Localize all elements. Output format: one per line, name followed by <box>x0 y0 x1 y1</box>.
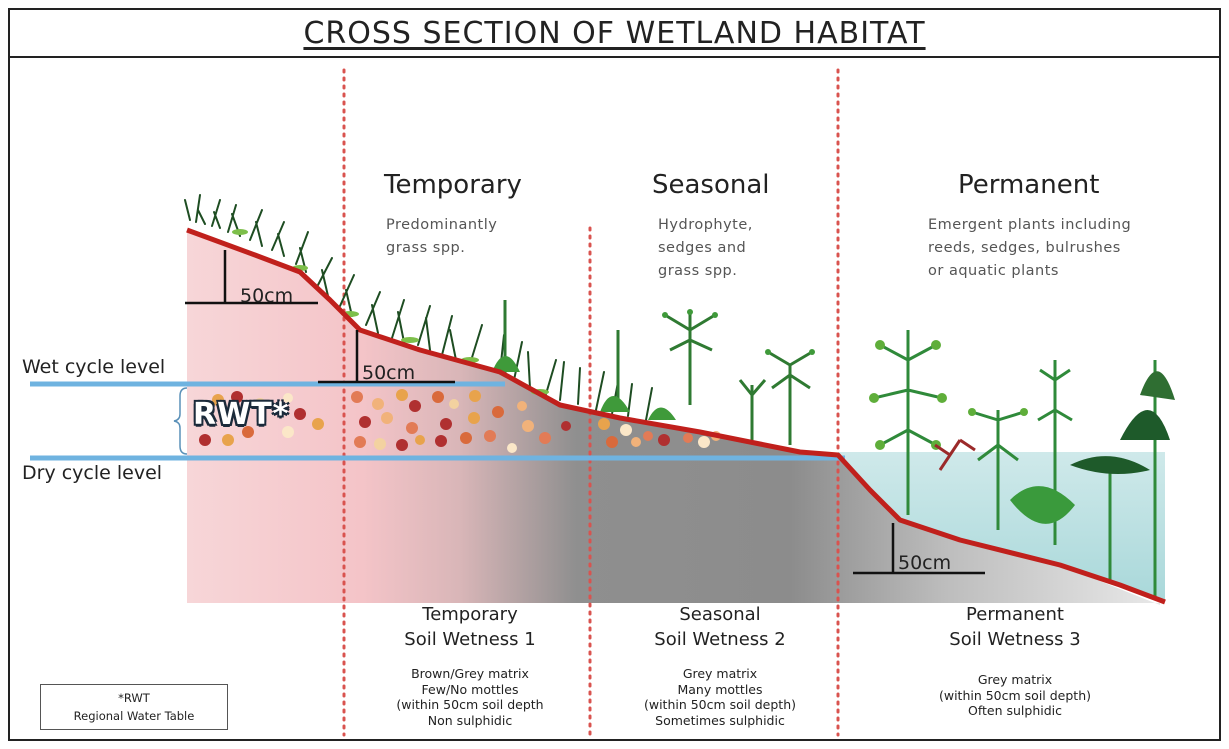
depth-label-3: 50cm <box>898 552 951 574</box>
soil-class-desc-line: Many mottles <box>605 682 835 698</box>
soil-class-desc-line: Grey matrix <box>605 666 835 682</box>
zone-vegetation-line: Predominantly <box>386 214 497 237</box>
soil-class-desc-seasonal: Grey matrix Many mottles (within 50cm so… <box>605 666 835 728</box>
soil-class-desc-line: Often sulphidic <box>895 703 1135 719</box>
soil-class-desc-permanent: Grey matrix (within 50cm soil depth) Oft… <box>895 672 1135 719</box>
soil-class-title-temporary: Temporary Soil Wetness 1 <box>365 602 575 652</box>
soil-class-title-line: Temporary <box>365 602 575 627</box>
rwt-brace <box>174 388 187 454</box>
zone-vegetation-temporary: Predominantly grass spp. <box>386 214 497 260</box>
dry-cycle-label: Dry cycle level <box>22 462 162 484</box>
soil-class-title-line: Permanent <box>910 602 1120 627</box>
soil-class-desc-line: Non sulphidic <box>355 713 585 729</box>
soil-class-desc-line: (within 50cm soil depth) <box>605 697 835 713</box>
soil-class-title-permanent: Permanent Soil Wetness 3 <box>910 602 1120 652</box>
soil-class-desc-line: Brown/Grey matrix <box>355 666 585 682</box>
soil-class-title-line: Seasonal <box>615 602 825 627</box>
soil-class-desc-temporary: Brown/Grey matrix Few/No mottles (within… <box>355 666 585 728</box>
zone-vegetation-line: grass spp. <box>658 260 753 283</box>
zone-heading-temporary: Temporary <box>384 170 522 200</box>
rwt-legend-box: *RWT Regional Water Table <box>40 684 228 730</box>
zone-vegetation-line: grass spp. <box>386 237 497 260</box>
zone-vegetation-line: Emergent plants including <box>928 214 1131 237</box>
zone-vegetation-permanent: Emergent plants including reeds, sedges,… <box>928 214 1131 283</box>
wet-cycle-label: Wet cycle level <box>22 356 165 378</box>
zone-vegetation-line: reeds, sedges, bulrushes <box>928 237 1131 260</box>
depth-label-2: 50cm <box>362 362 415 384</box>
soil-class-title-line: Soil Wetness 1 <box>365 627 575 652</box>
soil-class-desc-line: (within 50cm soil depth <box>355 697 585 713</box>
soil-class-desc-line: (within 50cm soil depth) <box>895 688 1135 704</box>
zone-heading-seasonal: Seasonal <box>652 170 770 200</box>
soil-class-desc-line: Sometimes sulphidic <box>605 713 835 729</box>
legend-line-1: *RWT <box>41 689 227 707</box>
soil-class-title-line: Soil Wetness 3 <box>910 627 1120 652</box>
legend-line-2: Regional Water Table <box>41 707 227 725</box>
zone-vegetation-seasonal: Hydrophyte, sedges and grass spp. <box>658 214 753 283</box>
soil-class-title-line: Soil Wetness 2 <box>615 627 825 652</box>
depth-label-1: 50cm <box>240 285 293 307</box>
rwt-label: RWT* <box>193 397 289 432</box>
soil-class-desc-line: Few/No mottles <box>355 682 585 698</box>
zone-heading-permanent: Permanent <box>958 170 1099 200</box>
soil-class-desc-line: Grey matrix <box>895 672 1135 688</box>
zone-vegetation-line: Hydrophyte, <box>658 214 753 237</box>
soil-class-title-seasonal: Seasonal Soil Wetness 2 <box>615 602 825 652</box>
zone-vegetation-line: or aquatic plants <box>928 260 1131 283</box>
zone-vegetation-line: sedges and <box>658 237 753 260</box>
